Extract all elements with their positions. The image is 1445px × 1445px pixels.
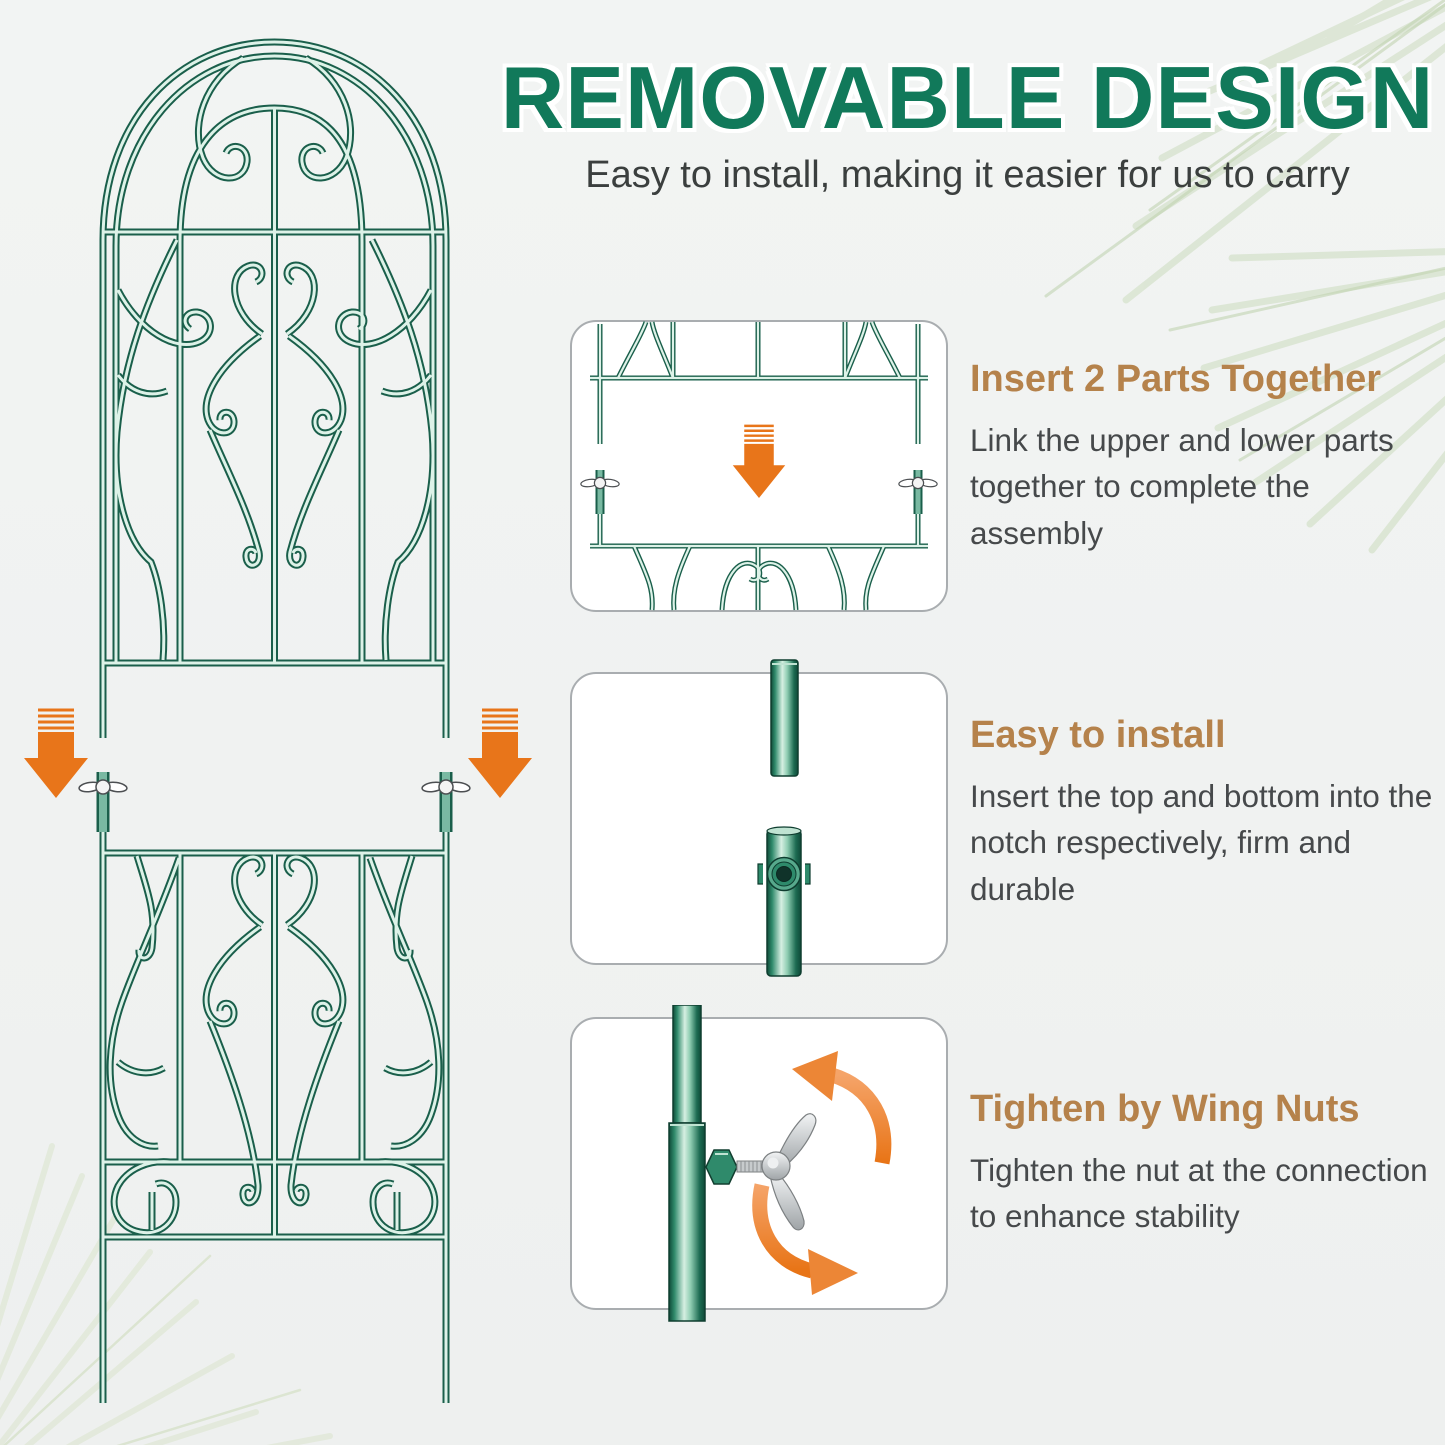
rotation-arrow-up-icon [792, 1051, 838, 1101]
rotation-arrow-down-icon [808, 1249, 858, 1295]
trellis-joint-down-arrow-diagram [579, 320, 939, 612]
socket-sleeve-outline [103, 772, 446, 832]
step1-text: Insert 2 Parts Together Link the upper a… [970, 358, 1440, 556]
header: REMOVABLE DESIGN Easy to install, making… [495, 48, 1440, 197]
wing-nut-left-icon [77, 779, 129, 795]
step3-heading: Tighten by Wing Nuts [970, 1088, 1360, 1130]
pole-notch-diagram [757, 659, 811, 977]
trellis-two-parts-illustration [22, 0, 534, 1445]
step3-panel [570, 1005, 948, 1322]
step2-heading: Easy to install [970, 714, 1226, 756]
step2-body: Insert the top and bottom into the notch… [970, 778, 1433, 907]
wing-nut-rotation-diagram [668, 1005, 892, 1322]
hex-nut-icon [705, 1149, 738, 1185]
down-arrow-right-icon [466, 708, 534, 800]
down-arrow-left-icon [22, 708, 90, 800]
step1-panel [570, 320, 948, 612]
step3-body: Tighten the nut at the connection to enh… [970, 1152, 1428, 1235]
step1-body: Link the upper and lower parts together … [970, 422, 1394, 551]
step2-text: Easy to install Insert the top and botto… [970, 714, 1440, 912]
page-subtitle: Easy to install, making it easier for us… [585, 154, 1350, 197]
palm-bottom-left [0, 1143, 333, 1445]
wing-nut-right-icon [420, 779, 472, 795]
palm-top-right [1044, 0, 1445, 554]
step1-heading: Insert 2 Parts Together [970, 358, 1382, 400]
step3-text: Tighten by Wing Nuts Tighten the nut at … [970, 1088, 1440, 1240]
socket-sleeve-fill [103, 772, 446, 832]
step2-panel [570, 659, 948, 977]
page-title: REMOVABLE DESIGN [500, 48, 1435, 147]
